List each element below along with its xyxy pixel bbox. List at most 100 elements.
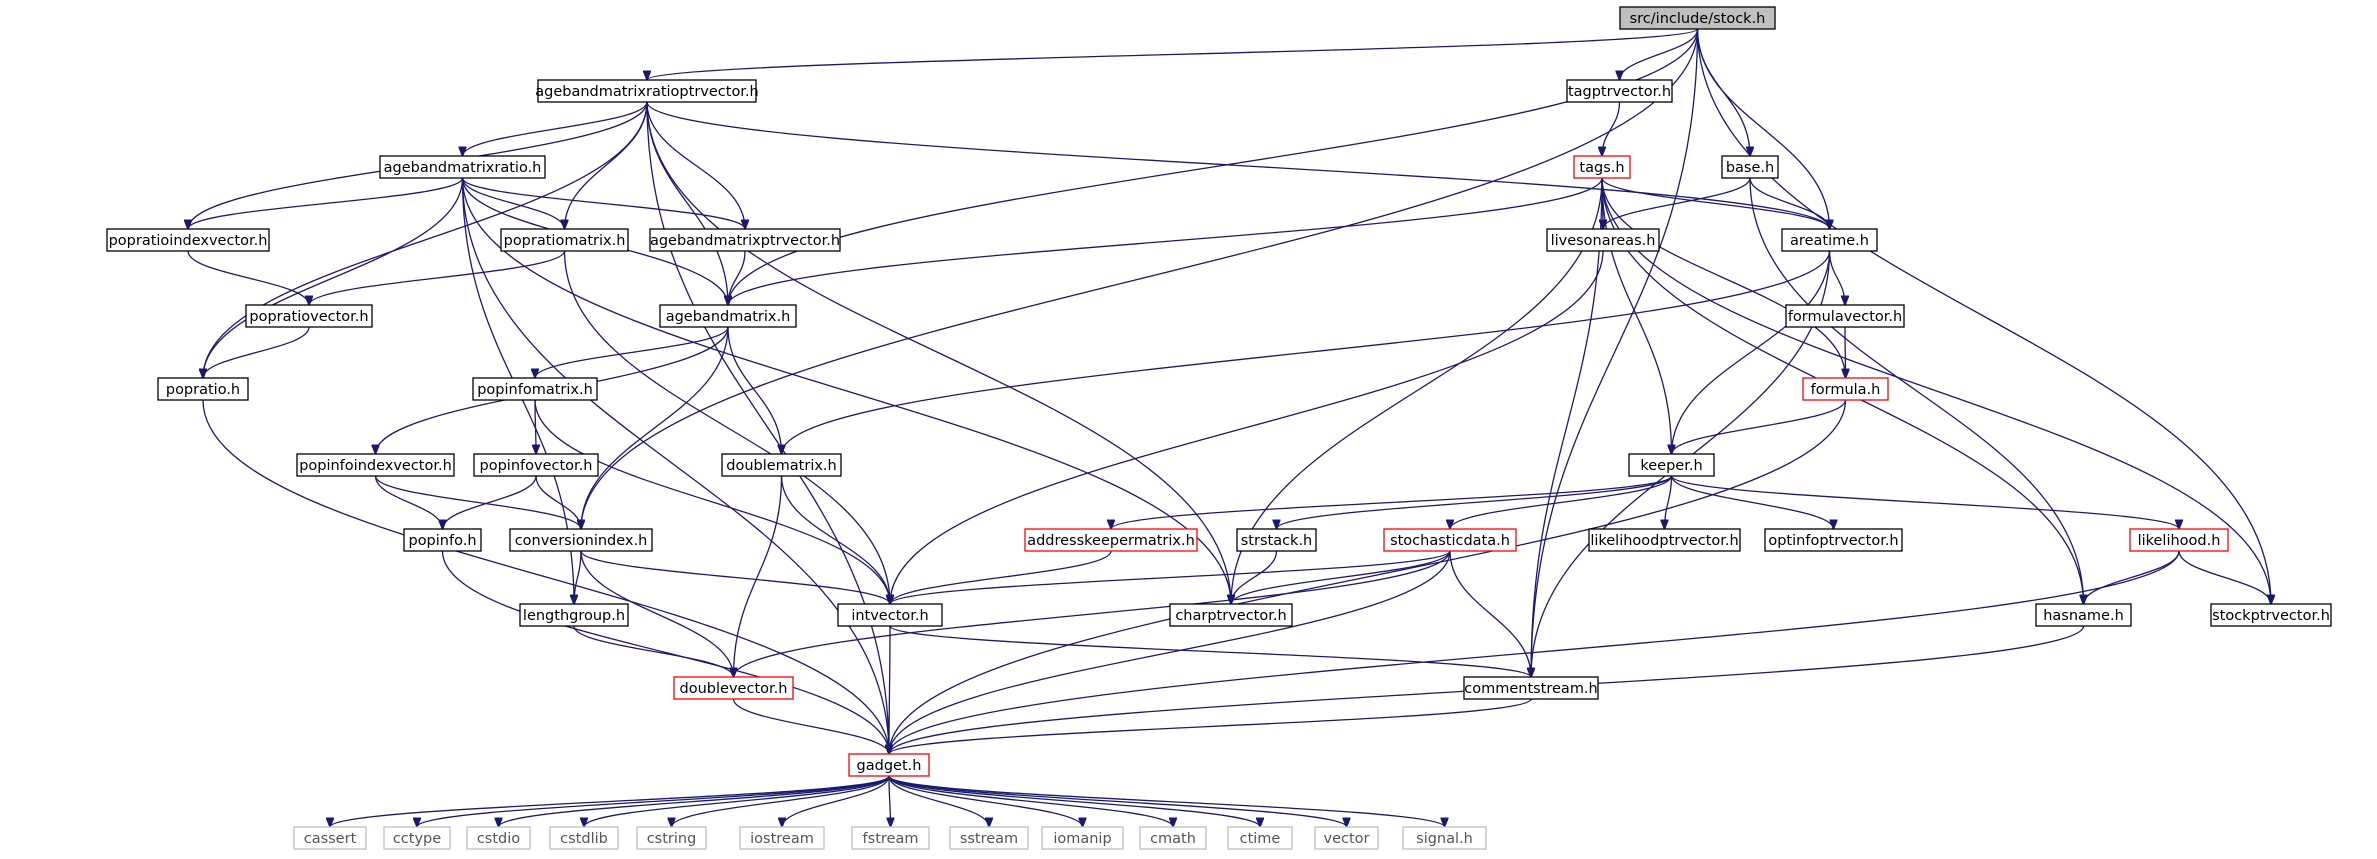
node-hasname[interactable]: hasname.h xyxy=(2035,603,2132,627)
node-popratiomatrix[interactable]: popratiomatrix.h xyxy=(500,228,629,252)
node-ctime[interactable]: ctime xyxy=(1227,826,1293,850)
edge-agebandratioptr-to-charptr xyxy=(646,101,1231,604)
node-label: stockptrvector.h xyxy=(2212,608,2330,624)
node-cmath[interactable]: cmath xyxy=(1139,826,1207,850)
node-box xyxy=(1024,528,1198,552)
node-areatime[interactable]: areatime.h xyxy=(1781,228,1878,252)
node-formula[interactable]: formula.h xyxy=(1802,377,1889,401)
node-optinfoptr[interactable]: optinfoptrvector.h xyxy=(1764,528,1903,552)
node-conversionindex[interactable]: conversionindex.h xyxy=(509,528,653,552)
node-label: likelihood.h xyxy=(2138,533,2221,549)
node-popratiovector[interactable]: popratiovector.h xyxy=(245,304,373,328)
node-formulavector[interactable]: formulavector.h xyxy=(1785,304,1905,328)
edge-stock-to-areatime xyxy=(1696,28,1830,229)
node-label: cstring xyxy=(647,831,697,847)
node-tagptr[interactable]: tagptrvector.h xyxy=(1566,79,1673,103)
node-box xyxy=(106,228,270,252)
edge-popinfo-to-gadget xyxy=(441,550,890,754)
edge-commentstream-to-gadget xyxy=(889,698,1532,754)
node-stock[interactable]: src/include/stock.h xyxy=(1619,6,1776,30)
node-label: charptrvector.h xyxy=(1175,608,1286,624)
node-box xyxy=(851,826,930,850)
edge-doublematrix-to-intvector xyxy=(780,475,891,604)
node-popratio[interactable]: popratio.h xyxy=(157,377,249,401)
node-cstring[interactable]: cstring xyxy=(636,826,707,850)
node-box xyxy=(1139,826,1207,850)
node-doublevector[interactable]: doublevector.h xyxy=(673,676,794,700)
edge-stock-to-tagptr xyxy=(1620,28,1699,80)
edge-stochastic-to-gadget xyxy=(889,550,1451,754)
edge-gadget-to-iostream xyxy=(782,775,890,827)
node-gadget[interactable]: gadget.h xyxy=(848,753,930,777)
node-base[interactable]: base.h xyxy=(1721,155,1779,179)
edge-tags-to-areatime xyxy=(1601,177,1830,229)
node-cctype[interactable]: cctype xyxy=(383,826,451,850)
edge-gadget-to-cstdlib xyxy=(584,775,890,827)
edge-stock-to-agebandratioptr xyxy=(647,28,1699,80)
node-keeper[interactable]: keeper.h xyxy=(1628,453,1715,477)
node-iomanip[interactable]: iomanip xyxy=(1041,826,1124,850)
node-box xyxy=(509,528,653,552)
node-lengthgroup[interactable]: lengthgroup.h xyxy=(519,603,629,627)
node-addresskeeper[interactable]: addresskeepermatrix.h xyxy=(1024,528,1198,552)
node-label: cstdio xyxy=(477,831,520,847)
node-box xyxy=(1566,79,1673,103)
node-vector[interactable]: vector xyxy=(1314,826,1379,850)
node-popinfo[interactable]: popinfo.h xyxy=(403,528,482,552)
node-label: cassert xyxy=(304,831,357,847)
edge-gadget-to-iomanip xyxy=(888,775,1083,827)
node-agebandptr[interactable]: agebandmatrixptrvector.h xyxy=(649,228,841,252)
node-signal[interactable]: signal.h xyxy=(1402,826,1487,850)
node-agebandratio[interactable]: agebandmatrixratio.h xyxy=(379,155,546,179)
node-label: optinfoptrvector.h xyxy=(1768,533,1898,549)
node-label: conversionindex.h xyxy=(515,533,648,549)
edge-gadget-to-sstream xyxy=(888,775,989,827)
edges-layer xyxy=(188,28,2271,828)
node-iostream[interactable]: iostream xyxy=(739,826,825,850)
node-likelihood[interactable]: likelihood.h xyxy=(2129,528,2229,552)
node-stockptr[interactable]: stockptrvector.h xyxy=(2210,603,2332,627)
edge-stochastic-to-commentstream xyxy=(1449,550,1531,677)
edge-tagptr-to-tags xyxy=(1602,101,1621,156)
node-cassert[interactable]: cassert xyxy=(293,826,367,850)
node-cstdio[interactable]: cstdio xyxy=(466,826,531,850)
node-box xyxy=(296,453,455,477)
node-doublematrix[interactable]: doublematrix.h xyxy=(721,453,842,477)
node-box xyxy=(466,826,531,850)
edge-agebandptr-to-agebandmatrix xyxy=(728,250,746,305)
node-agebandmatrix[interactable]: agebandmatrix.h xyxy=(659,304,797,328)
node-box xyxy=(1573,155,1631,179)
node-commentstream[interactable]: commentstream.h xyxy=(1463,676,1599,700)
node-box xyxy=(659,304,797,328)
node-label: base.h xyxy=(1726,160,1774,176)
node-label: tags.h xyxy=(1579,160,1624,176)
edge-tags-to-formula xyxy=(1601,177,1846,378)
node-charptr[interactable]: charptrvector.h xyxy=(1169,603,1293,627)
edge-popratiomatrix-to-intvector xyxy=(563,250,891,604)
node-livesonareas[interactable]: livesonareas.h xyxy=(1546,228,1660,252)
edge-formulavector-to-formula xyxy=(1845,326,1846,378)
node-label: areatime.h xyxy=(1790,233,1869,249)
node-popinfoidx[interactable]: popinfoindexvector.h xyxy=(296,453,455,477)
node-likelihoodptr[interactable]: likelihoodptrvector.h xyxy=(1588,528,1741,552)
node-agebandratioptr[interactable]: agebandmatrixratioptrvector.h xyxy=(535,79,759,103)
node-label: formulavector.h xyxy=(1788,309,1902,325)
node-intvector[interactable]: intvector.h xyxy=(837,603,943,627)
node-popinfomatrix[interactable]: popinfomatrix.h xyxy=(472,377,598,401)
node-strstack[interactable]: strstack.h xyxy=(1236,528,1317,552)
node-tags[interactable]: tags.h xyxy=(1573,155,1631,179)
node-box xyxy=(403,528,482,552)
node-sstream[interactable]: sstream xyxy=(949,826,1029,850)
node-box xyxy=(739,826,825,850)
node-label: hasname.h xyxy=(2043,608,2124,624)
node-label: popinfo.h xyxy=(408,533,476,549)
node-cstdlib[interactable]: cstdlib xyxy=(549,826,619,850)
node-stochastic[interactable]: stochasticdata.h xyxy=(1383,528,1517,552)
node-popinfovector[interactable]: popinfovector.h xyxy=(473,453,599,477)
node-box xyxy=(1041,826,1124,850)
edge-gadget-to-ctime xyxy=(888,775,1260,828)
node-popratioidx[interactable]: popratioindexvector.h xyxy=(106,228,270,252)
node-box xyxy=(949,826,1029,850)
node-fstream[interactable]: fstream xyxy=(851,826,930,850)
node-box xyxy=(1764,528,1903,552)
